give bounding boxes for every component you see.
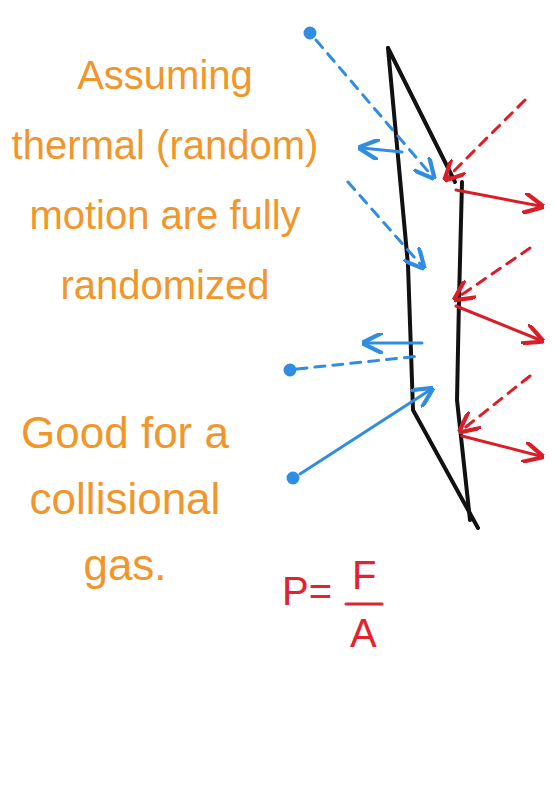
fraction-bar xyxy=(346,603,382,606)
area-symbol: A xyxy=(350,610,377,656)
validity-note: Good for a collisional gas. xyxy=(0,400,250,598)
wall-plate xyxy=(388,48,478,528)
red-particles xyxy=(447,100,540,456)
force-symbol: F xyxy=(352,552,376,598)
assumption-note: Assuming thermal (random) motion are ful… xyxy=(8,40,322,320)
pressure-symbol: P= xyxy=(282,568,332,614)
blue-particles xyxy=(285,28,432,483)
